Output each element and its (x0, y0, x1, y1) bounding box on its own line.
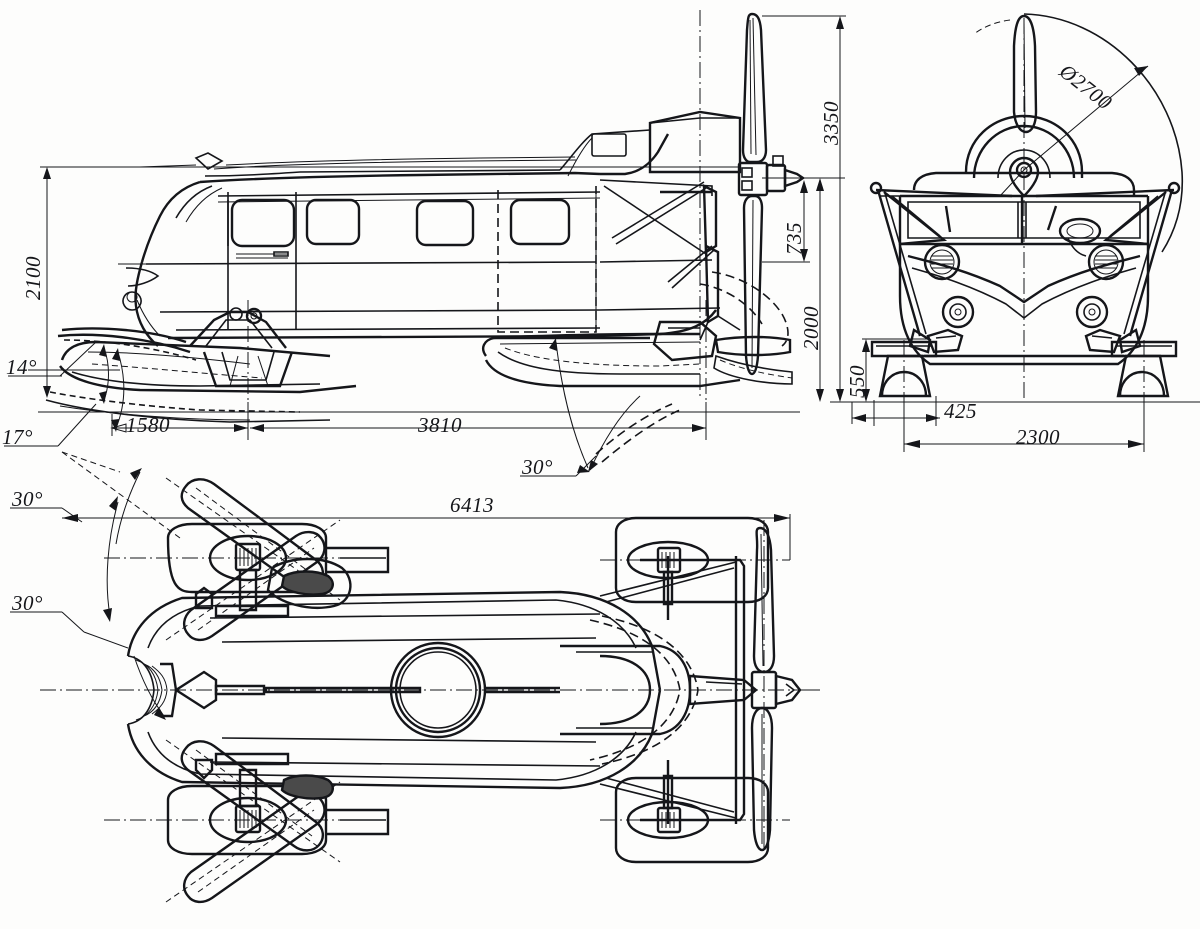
dim-height-2100 (43, 167, 51, 398)
label-14deg: 14° (6, 355, 37, 379)
window-openings (227, 198, 571, 248)
label-30deg-plan-upper: 30° (11, 487, 43, 511)
angle-30-side (520, 338, 641, 477)
vehicle-body-front (898, 171, 1150, 366)
engine-deck (559, 110, 742, 177)
label-3810: 3810 (417, 413, 462, 437)
propeller-front (964, 13, 1184, 253)
front-ski-lower-plan (104, 739, 390, 904)
dim-2000 (762, 177, 826, 402)
label-30deg-side: 30° (521, 455, 553, 479)
front-ski-upper-plan (104, 477, 390, 642)
propeller-hub (737, 155, 845, 197)
label-2100: 2100 (21, 256, 45, 300)
label-735: 735 (782, 222, 806, 255)
dim-2300 (903, 398, 1145, 452)
skis-front-view (870, 328, 1178, 420)
dim-3350 (762, 15, 846, 402)
dim-550 (862, 338, 930, 402)
label-550: 550 (845, 365, 869, 398)
angle-30-plan-upper (10, 468, 142, 622)
label-dia2700: Ø2700 (1054, 58, 1117, 114)
dim-735 (762, 180, 810, 263)
front-elevation-view (762, 13, 1200, 452)
label-2300: 2300 (1016, 425, 1060, 449)
label-1580: 1580 (126, 413, 170, 437)
vehicle-body-side (118, 110, 742, 347)
mirror-front (194, 152, 224, 170)
plan-view (10, 451, 820, 904)
rear-strut-assembly (599, 179, 741, 341)
label-30deg-plan-lower: 30° (11, 591, 43, 615)
ski-angle-markers (4, 341, 125, 447)
angle-30-plan-lower (10, 611, 166, 720)
dim-425 (851, 396, 940, 426)
label-2000: 2000 (799, 306, 823, 350)
label-425: 425 (944, 399, 977, 423)
label-3350: 3350 (819, 101, 843, 146)
label-6413: 6413 (450, 493, 494, 517)
vehicle-body-plan (126, 590, 758, 790)
dim-1580 (110, 402, 249, 440)
propeller-side (699, 10, 845, 400)
rear-ski-assembly (482, 271, 793, 463)
propeller-plan-rear (750, 520, 820, 852)
front-ski-assembly (45, 300, 357, 430)
label-17deg: 17° (2, 425, 33, 449)
side-elevation-view (4, 10, 845, 477)
outrigger-struts-front (869, 181, 1181, 354)
dim-3810 (250, 402, 707, 440)
front-suspension-pylon (189, 300, 294, 430)
outrigger-truss-plan (599, 516, 790, 864)
